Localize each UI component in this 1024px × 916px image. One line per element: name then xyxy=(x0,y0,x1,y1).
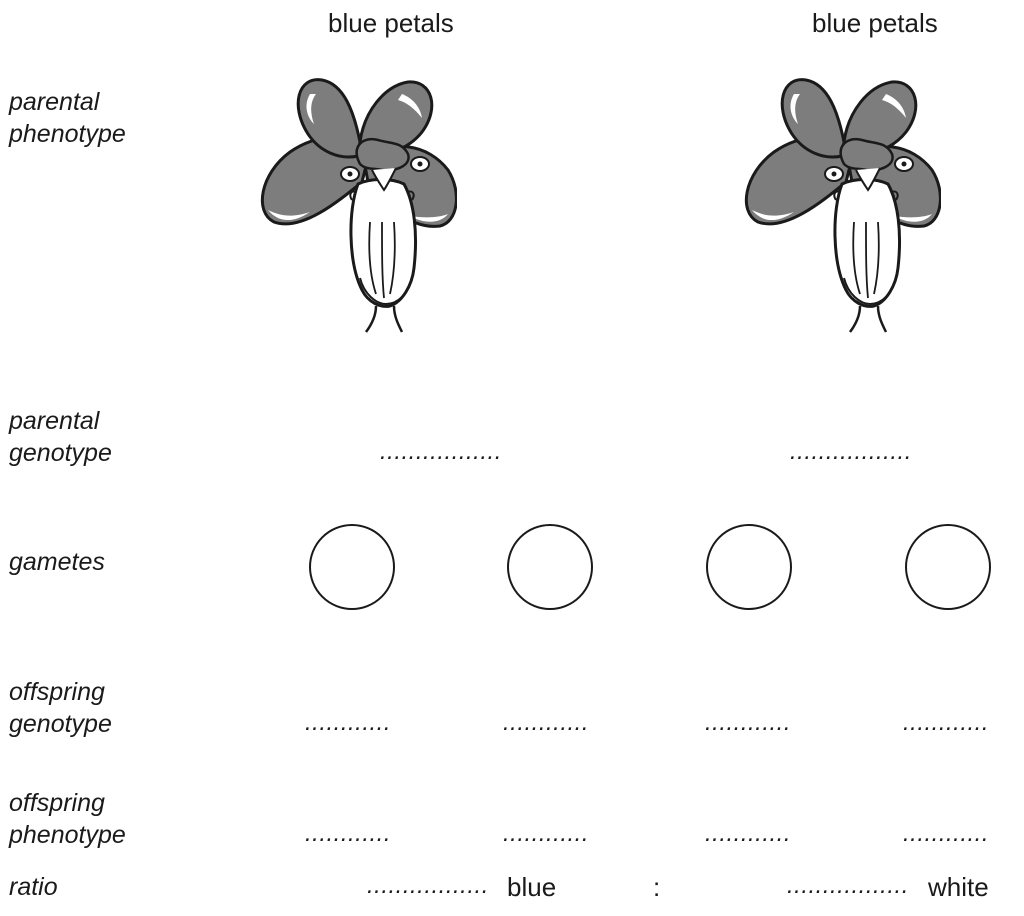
row-label-offspring-phenotype: offspring phenotype xyxy=(9,787,126,851)
row-label-parental-genotype: parental genotype xyxy=(9,405,112,469)
gamete-circle-1[interactable] xyxy=(309,524,395,610)
ratio-blank-white[interactable]: ................. xyxy=(787,871,909,901)
row-label-gametes: gametes xyxy=(9,546,105,578)
flower-left-label: blue petals xyxy=(328,8,454,38)
flower-right-icon xyxy=(736,72,941,334)
gamete-circle-2[interactable] xyxy=(507,524,593,610)
ratio-separator: : xyxy=(653,872,660,902)
offspring-phenotype-blank-2[interactable]: ............ xyxy=(503,819,589,849)
ratio-white-label: white xyxy=(928,872,989,902)
gamete-circle-4[interactable] xyxy=(905,524,991,610)
offspring-phenotype-blank-4[interactable]: ............ xyxy=(903,819,989,849)
ratio-blue-label: blue xyxy=(507,872,556,902)
parental-genotype-blank-right[interactable]: ................. xyxy=(790,437,912,467)
offspring-genotype-blank-1[interactable]: ............ xyxy=(305,708,391,738)
row-label-parental-phenotype: parental phenotype xyxy=(9,86,126,150)
flower-left-icon xyxy=(252,72,457,334)
offspring-genotype-blank-4[interactable]: ............ xyxy=(903,708,989,738)
offspring-genotype-blank-3[interactable]: ............ xyxy=(705,708,791,738)
ratio-blank-blue[interactable]: ................. xyxy=(367,871,489,901)
offspring-phenotype-blank-3[interactable]: ............ xyxy=(705,819,791,849)
offspring-genotype-blank-2[interactable]: ............ xyxy=(503,708,589,738)
row-label-offspring-genotype: offspring genotype xyxy=(9,676,112,740)
flower-right-label: blue petals xyxy=(812,8,938,38)
row-label-ratio: ratio xyxy=(9,871,58,903)
parental-genotype-blank-left[interactable]: ................. xyxy=(380,437,502,467)
gamete-circle-3[interactable] xyxy=(706,524,792,610)
offspring-phenotype-blank-1[interactable]: ............ xyxy=(305,819,391,849)
